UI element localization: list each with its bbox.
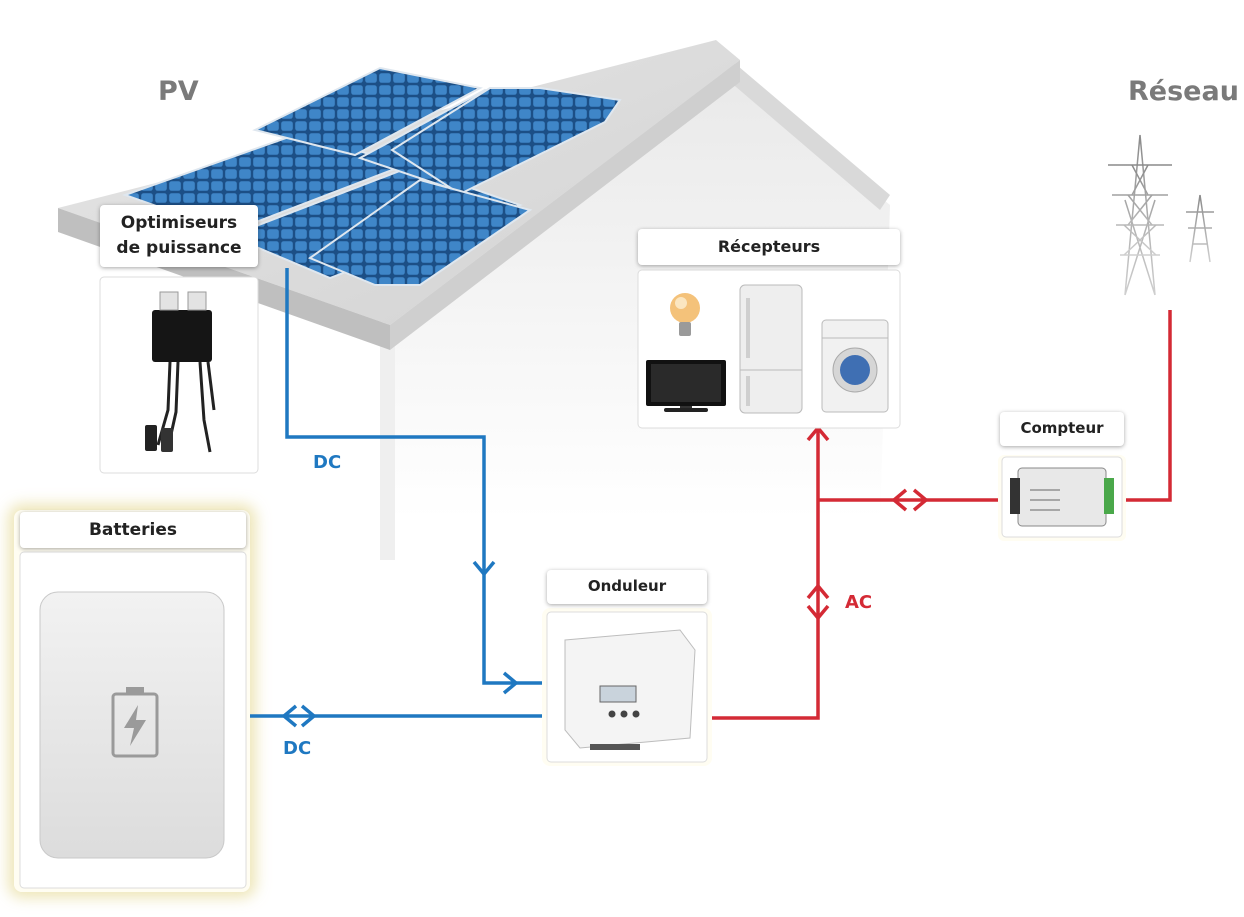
grid-label: Réseau xyxy=(1128,76,1239,107)
solar-panel-6 xyxy=(307,178,533,286)
power-pylon-icon xyxy=(1108,134,1214,296)
meter-tag: Compteur xyxy=(1000,412,1124,446)
arrow-meter-right xyxy=(912,488,929,512)
battery-icon xyxy=(39,591,225,859)
arrow-ac-down xyxy=(806,604,830,621)
fridge-icon xyxy=(739,284,803,414)
receivers-tag: Récepteurs xyxy=(638,229,900,265)
optimizers-label-line2: de puissance xyxy=(116,238,242,258)
inverter-tag: Onduleur xyxy=(547,570,707,604)
dc-label-bottom: DC xyxy=(283,738,312,759)
optimizers-tag: Optimiseurs de puissance xyxy=(100,205,258,267)
dc-wiring xyxy=(248,268,547,728)
dc-label-top: DC xyxy=(313,452,342,473)
solar-panel-5 xyxy=(390,87,622,196)
arrow-bidir-left xyxy=(281,704,298,728)
inverter-icon xyxy=(564,629,696,750)
ac-label: AC xyxy=(845,592,873,613)
optimizer-icon xyxy=(145,291,216,453)
arrow-right xyxy=(502,671,519,695)
batteries-tag: Batteries xyxy=(20,512,246,548)
solar-panel-icon xyxy=(121,66,622,286)
washing-machine-icon xyxy=(821,319,889,413)
light-bulb-icon xyxy=(670,293,700,336)
arrow-bidir-right xyxy=(300,704,317,728)
arrow-ac-up xyxy=(806,583,830,600)
optimizers-label-line1: Optimiseurs xyxy=(120,213,238,234)
solar-panel-2 xyxy=(252,66,483,157)
arrow-meter-left xyxy=(891,488,908,512)
meter-icon xyxy=(1010,467,1114,527)
arrow-down xyxy=(472,560,496,577)
tv-icon xyxy=(646,360,726,412)
pv-label: PV xyxy=(158,76,199,107)
